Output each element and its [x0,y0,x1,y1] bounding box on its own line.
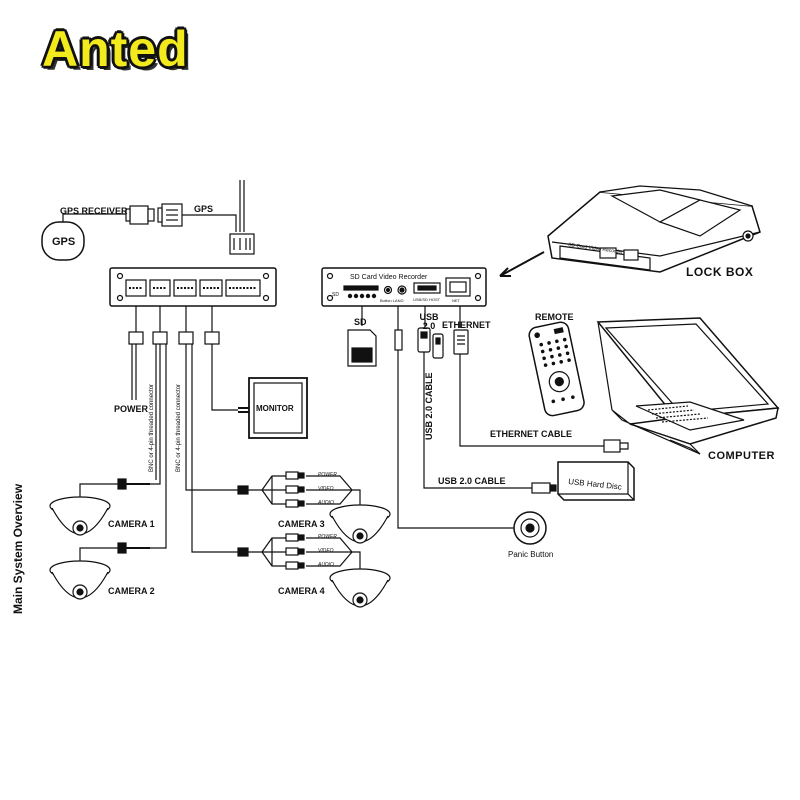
panic-plug-icon [394,329,403,360]
power-label: POWER [114,404,149,414]
lock-box-icon [547,185,761,273]
ethernet-cable-label: ETHERNET CABLE [490,429,573,439]
camera-3-icon [329,504,391,544]
lock-box-arrow [499,251,545,277]
usb-cable-vertical-label: USB 2.0 CABLE [424,372,434,440]
interface-box [109,267,277,307]
brand-logo: Anted [42,21,189,77]
recorder-title: SD Card Video Recorder [350,274,428,281]
recorder-port-button: Button LANG [380,298,404,303]
connector-1-label: BNC or 4-pin threaded connector [149,383,155,472]
camera-3-lead-video: VIDEO [318,486,334,492]
camera-3-leads [285,471,305,508]
gps-plug-icon [229,233,255,255]
camera-2-icon [49,560,111,600]
camera-1-icon [49,496,111,536]
usb-plug-icon [417,327,444,359]
monitor-cable [211,344,238,411]
interface-plugs [128,331,220,345]
ethernet-cable [459,354,604,447]
recorder-port-sd: SD [332,292,339,298]
gps-receiver-label: GPS RECEIVER [60,206,128,216]
gps-cable-connector-icon [157,203,183,227]
ethernet-plug-icon [453,329,469,355]
camera-1-label: CAMERA 1 [108,519,155,529]
camera-3-cable [185,344,238,491]
camera-4-cable [191,344,238,553]
camera-4-icon [329,568,391,608]
gps-receiver-connector-icon [125,205,155,225]
sd-card-icon [347,329,377,367]
usb-cable [423,352,532,489]
camera-4-label: CAMERA 4 [278,586,325,596]
camera-3-label: CAMERA 3 [278,519,325,529]
panic-button-icon [513,511,547,545]
connector-2-label: BNC or 4-pin threaded connector [176,383,182,472]
sd-label: SD [354,317,367,327]
camera-3-lead-power: POWER [318,472,337,478]
panic-cable [397,360,516,529]
recorder-front-panel [321,267,487,307]
gps-cable-label: GPS [194,204,214,214]
computer-ethernet-plug [603,439,629,453]
ethernet-label: ETHERNET [442,320,491,330]
camera-3-lead-audio: AUDIO [317,500,334,506]
lock-box-label: LOCK BOX [686,265,754,279]
usb-label: USB 2.0 [419,312,439,331]
usb-hdd-plug [531,482,551,494]
remote-icon [528,321,585,417]
camera-4-lead-audio: AUDIO [317,562,334,568]
monitor-label: MONITOR [256,404,294,413]
laptop-computer-icon [596,317,780,455]
usb-cable-label: USB 2.0 CABLE [438,476,506,486]
camera-4-lead-power: POWER [318,534,337,540]
gps-antenna-label: GPS [52,236,76,248]
panic-button-label: Panic Button [508,550,554,559]
monitor-icon [238,377,308,439]
camera-4-lead-video: VIDEO [318,548,334,554]
gps-antenna-cable [62,213,130,222]
camera-2-cable [150,344,167,549]
remote-label: REMOTE [535,312,574,322]
camera-1-cable [150,344,161,485]
gps-cable [182,214,237,232]
usb-hard-disc-icon [557,461,635,501]
camera-4-leads [285,533,305,570]
computer-label: COMPUTER [708,450,775,462]
recorder-port-net: NET [452,298,461,303]
recorder-port-usb: USB/SD HOST [413,297,441,302]
camera-2-label: CAMERA 2 [108,586,155,596]
